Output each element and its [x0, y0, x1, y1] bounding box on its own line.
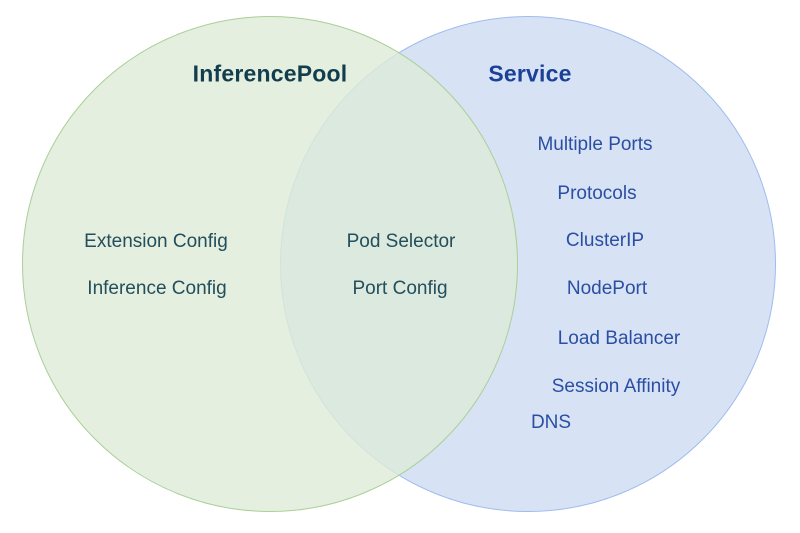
service-item-multiple-ports: Multiple Ports	[537, 134, 653, 155]
overlap-item-pod-selector: Pod Selector	[346, 231, 456, 252]
service-title: Service	[488, 60, 572, 87]
inferencepool-title: InferencePool	[192, 60, 348, 87]
service-item-load-balancer: Load Balancer	[557, 328, 681, 349]
overlap-item-port-config: Port Config	[352, 278, 448, 299]
inferencepool-item-extension-config: Extension Config	[84, 231, 228, 252]
service-item-dns: DNS	[530, 412, 572, 433]
service-item-clusterip: ClusterIP	[565, 230, 645, 251]
inferencepool-circle	[22, 16, 518, 512]
inferencepool-item-inference-config: Inference Config	[87, 278, 227, 299]
service-item-protocols: Protocols	[557, 183, 637, 204]
service-item-session-affinity: Session Affinity	[551, 376, 681, 397]
service-item-nodeport: NodePort	[566, 278, 648, 299]
